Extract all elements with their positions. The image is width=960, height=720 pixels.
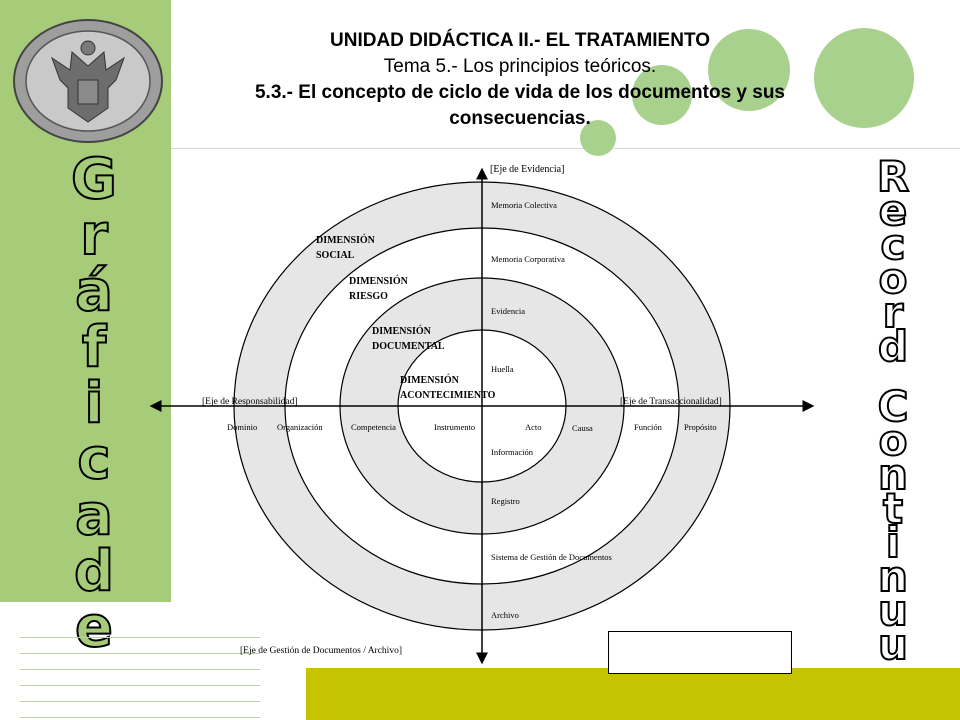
dimension-social-label: SOCIAL bbox=[316, 250, 355, 261]
letter: r bbox=[882, 288, 905, 337]
dimension-riesgo-label: RIESGO bbox=[349, 291, 388, 302]
dimension-acontecimiento-label: ACONTECIMIENTO bbox=[400, 390, 496, 401]
letter: i bbox=[885, 518, 901, 567]
label-proposito: Propósito bbox=[684, 422, 717, 432]
dimension-riesgo-label: DIMENSIÓN bbox=[349, 275, 409, 287]
label-instrumento: Instrumento bbox=[434, 422, 475, 432]
label-registro: Registro bbox=[491, 496, 520, 506]
title-section: 5.3.- El concepto de ciclo de vida de lo… bbox=[254, 82, 786, 129]
letter: c bbox=[76, 427, 111, 492]
decor-circle-small bbox=[632, 65, 692, 125]
axis-transactionality-label: [Eje de Transaccionalidad] bbox=[620, 397, 722, 407]
decor-circle-medium bbox=[708, 29, 790, 111]
dimension-documental-label: DIMENSIÓN bbox=[372, 325, 432, 337]
label-sistema-gestion: Sistema de Gestión de Documentos bbox=[491, 552, 612, 562]
letter: u bbox=[877, 586, 909, 635]
letter: d bbox=[73, 539, 115, 604]
letter: a bbox=[74, 483, 114, 548]
decor-circle-large bbox=[814, 28, 914, 128]
letter: o bbox=[878, 416, 909, 465]
decor-circle-tiny bbox=[580, 120, 616, 156]
letter: o bbox=[878, 254, 909, 303]
title-unit: UNIDAD DIDÁCTICA II.- EL TRATAMIENTO bbox=[330, 30, 710, 51]
label-acto: Acto bbox=[525, 422, 542, 432]
header-divider bbox=[171, 148, 960, 149]
vertical-title-grafica: G r á f i c a d e bbox=[54, 147, 134, 660]
letter: d bbox=[877, 322, 909, 371]
empty-text-box bbox=[608, 631, 792, 674]
label-informacion: Información bbox=[491, 447, 534, 457]
letter: G bbox=[70, 147, 118, 212]
letter: C bbox=[877, 382, 910, 431]
label-evidencia: Evidencia bbox=[491, 306, 525, 316]
letter: f bbox=[81, 315, 107, 380]
letter: e bbox=[74, 595, 114, 660]
label-memoria-colectiva: Memoria Colectiva bbox=[491, 200, 557, 210]
label-memoria-corporativa: Memoria Corporativa bbox=[491, 254, 565, 264]
letter: R bbox=[876, 152, 910, 201]
vertical-title-record-continuum: R e c o r d C o n t i n u u bbox=[858, 152, 928, 669]
axis-evidence-label: [Eje de Evidencia] bbox=[490, 164, 564, 175]
letter: i bbox=[83, 371, 104, 436]
bottom-olive-band bbox=[306, 668, 960, 720]
letter: n bbox=[877, 450, 909, 499]
label-organizacion: Organización bbox=[277, 422, 323, 432]
label-dominio: Dominio bbox=[227, 422, 257, 432]
letter: e bbox=[878, 186, 909, 235]
letter: t bbox=[882, 484, 904, 533]
coat-of-arms-seal bbox=[12, 18, 164, 149]
label-competencia: Competencia bbox=[351, 422, 396, 432]
dimension-acontecimiento-label: DIMENSIÓN bbox=[400, 374, 460, 386]
notes-lines bbox=[20, 622, 260, 718]
letter: n bbox=[877, 552, 909, 601]
label-causa: Causa bbox=[572, 423, 593, 433]
dimension-documental-label: DOCUMENTAL bbox=[372, 341, 445, 352]
label-funcion: Función bbox=[634, 422, 663, 432]
letter: á bbox=[74, 259, 114, 324]
label-archivo: Archivo bbox=[491, 610, 519, 620]
axis-archive-label: [Eje de Gestión de Documentos / Archivo] bbox=[240, 646, 402, 656]
page-title: UNIDAD DIDÁCTICA II.- EL TRATAMIENTO Tem… bbox=[200, 28, 840, 132]
letter: u bbox=[877, 620, 909, 669]
letter: c bbox=[880, 220, 907, 269]
label-huella: Huella bbox=[491, 364, 514, 374]
letter: r bbox=[79, 203, 109, 268]
title-topic: Tema 5.- Los principios teóricos. bbox=[383, 56, 657, 77]
axis-responsibility-label: [Eje de Responsabilidad] bbox=[202, 397, 298, 407]
dimension-social-label: DIMENSIÓN bbox=[316, 234, 376, 246]
